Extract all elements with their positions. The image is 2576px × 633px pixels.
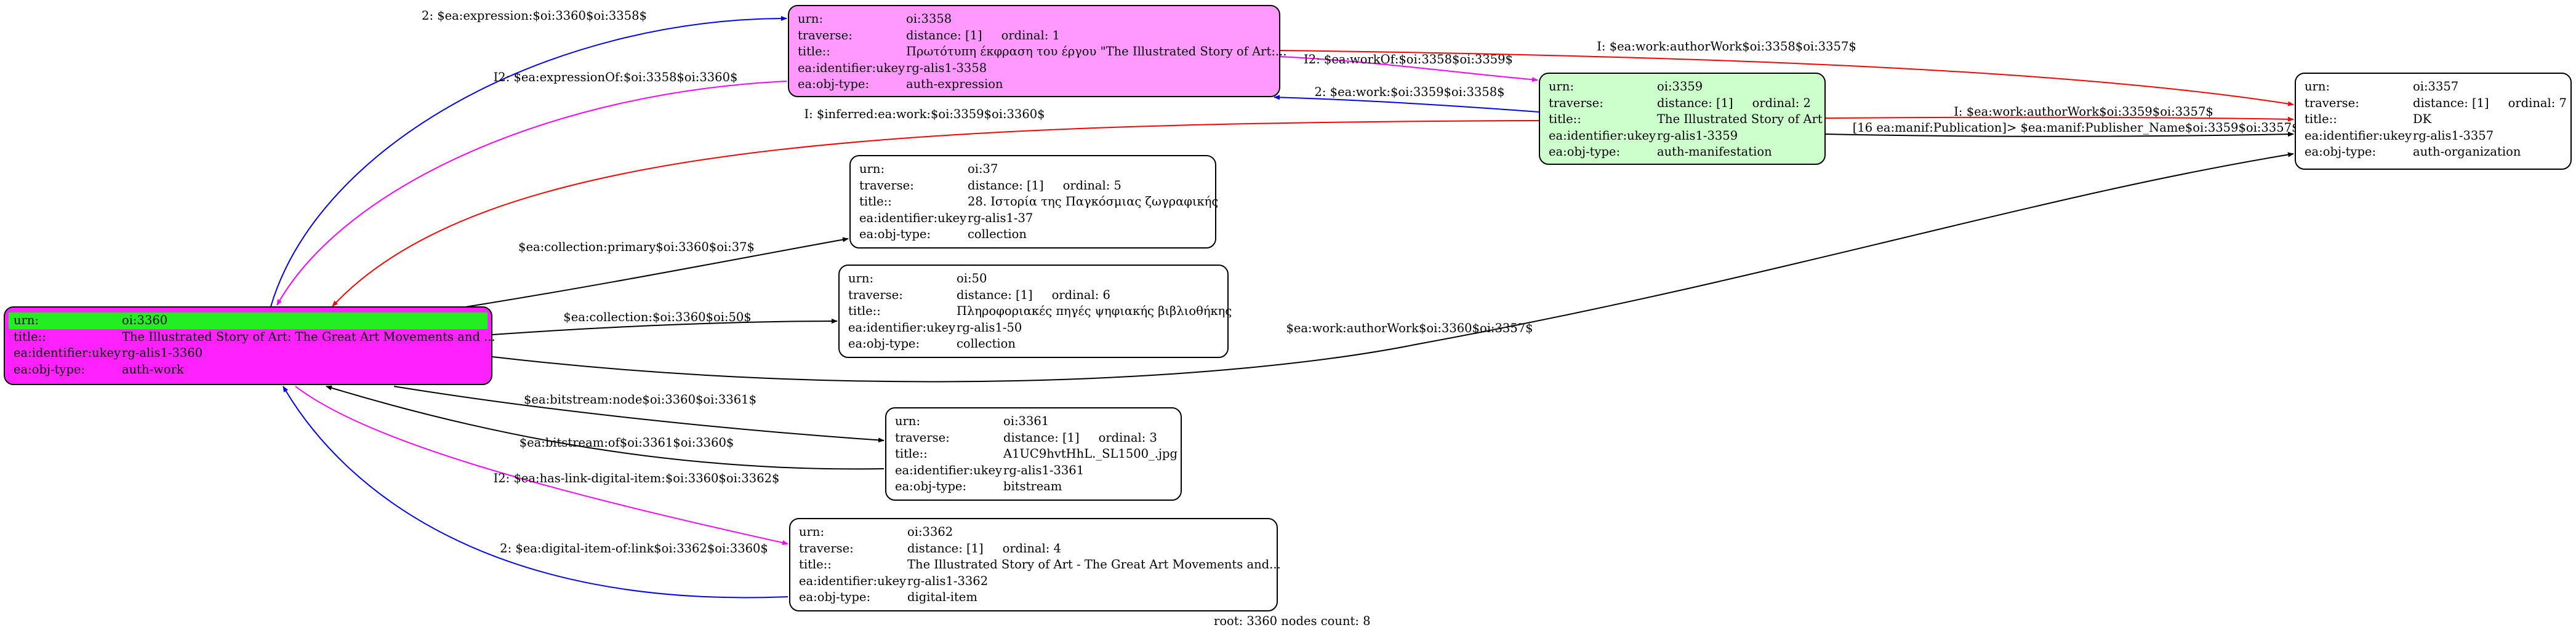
node-row-obj-type: ea:obj-type:bitstream xyxy=(895,479,1062,494)
node-row-urn: urn:oi:3362 xyxy=(799,525,953,539)
node-oi-3362[interactable]: urn:oi:3362 traverse:distance: [1] ordin… xyxy=(789,518,1281,611)
edge-label-6: [16 ea:manif:Publication]> $ea:manif:Pub… xyxy=(1853,121,2315,135)
edge-label-9: $ea:collection:$oi:3360$oi:50$ xyxy=(563,310,751,324)
edge-0 xyxy=(270,16,787,307)
node-row-obj-type: ea:obj-type:digital-item xyxy=(799,590,977,605)
node-row-traverse: traverse:distance: [1] ordinal: 1 xyxy=(798,28,1060,42)
node-row-urn: urn:oi:3357 xyxy=(2305,79,2459,94)
edge-label-5: I: $ea:work:authorWork$oi:3359$oi:3357$ xyxy=(1954,105,2213,119)
node-row-obj-type: ea:obj-type:auth-organization xyxy=(2305,145,2521,159)
edge-label-1: I2: $ea:expressionOf:$oi:3358$oi:3360$ xyxy=(494,70,738,84)
node-row-obj-type: ea:obj-type:auth-manifestation xyxy=(1549,145,1772,159)
node-oi-3361[interactable]: urn:oi:3361 traverse:distance: [1] ordin… xyxy=(885,407,1182,501)
edge-13 xyxy=(295,386,788,545)
node-row-urn: urn:oi:3358 xyxy=(798,12,952,26)
node-row-urn: urn:oi:3361 xyxy=(895,414,1049,428)
node-row-urn: urn:oi:37 xyxy=(859,162,998,176)
node-oi-3357[interactable]: urn:oi:3357 traverse:distance: [1] ordin… xyxy=(2295,73,2572,170)
node-row-title: title::28. Ιστορία της Παγκόσμιας ζωγραφ… xyxy=(859,194,1219,209)
edge-label-0: 2: $ea:expression:$oi:3360$oi:3358$ xyxy=(422,9,647,23)
node-row-title: title::Πληροφοριακές πηγές ψηφιακής βιβλ… xyxy=(848,304,1232,319)
edge-10 xyxy=(492,152,2294,383)
node-oi-3360[interactable]: urn:oi:3360 title::The Illustrated Story… xyxy=(4,306,496,385)
node-row-urn: urn:oi:3359 xyxy=(1549,79,1703,94)
edge-label-4: I: $ea:work:authorWork$oi:3358$oi:3357$ xyxy=(1597,39,1856,54)
edge-9 xyxy=(492,319,838,335)
edge-7 xyxy=(332,120,1539,307)
edge-5 xyxy=(1825,116,2294,122)
edge-12 xyxy=(326,385,885,470)
node-row-traverse: traverse:distance: [1] ordinal: 2 xyxy=(1549,95,1811,110)
node-row-traverse: traverse:distance: [1] ordinal: 5 xyxy=(859,178,1121,193)
edge-2 xyxy=(1280,56,1538,82)
node-row-urn: urn:oi:3360 xyxy=(9,313,488,329)
node-row-title: title::The Illustrated Story of Art xyxy=(1549,112,1823,127)
edge-label-11: $ea:bitstream:node$oi:3360$oi:3361$ xyxy=(524,392,756,407)
edge-label-13: I2: $ea:has-link-digital-item:$oi:3360$o… xyxy=(494,471,780,485)
edge-11 xyxy=(393,386,885,443)
node-row-obj-type: ea:obj-type:auth-work xyxy=(14,362,184,376)
edge-label-14: 2: $ea:digital-item-of:link$oi:3362$oi:3… xyxy=(500,541,768,555)
graph-footer: root: 3360 nodes count: 8 xyxy=(1214,614,1371,628)
node-row-title: title::DK xyxy=(2305,112,2432,127)
edge-14 xyxy=(283,386,788,599)
edge-label-2: I2: $ea:workOf:$oi:3358$oi:3359$ xyxy=(1304,52,1513,66)
node-row-obj-type: ea:obj-type:collection xyxy=(848,336,1016,351)
node-row-traverse: traverse:distance: [1] ordinal: 6 xyxy=(848,287,1110,302)
node-row-obj-type: ea:obj-type:auth-expression xyxy=(798,77,1003,92)
edge-1 xyxy=(276,81,787,306)
edge-label-8: $ea:collection:primary$oi:3360$oi:37$ xyxy=(518,240,755,254)
node-oi-3358[interactable]: urn:oi:3358 traverse:distance: [1] ordin… xyxy=(788,5,1287,97)
node-oi-50[interactable]: urn:oi:50 traverse:distance: [1] ordinal… xyxy=(838,265,1232,358)
node-row-urn: urn:oi:50 xyxy=(848,271,987,285)
node-row-title: title::Πρωτότυπη έκφραση του έργου "The … xyxy=(798,44,1287,59)
edge-label-3: 2: $ea:work:$oi:3359$oi:3358$ xyxy=(1314,85,1504,99)
edge-3 xyxy=(1274,95,1539,113)
node-oi-37[interactable]: urn:oi:37 traverse:distance: [1] ordinal… xyxy=(849,155,1219,249)
edge-6 xyxy=(1825,132,2294,137)
edge-4 xyxy=(1280,50,2294,106)
edge-label-7: I: $inferred:ea:work:$oi:3359$oi:3360$ xyxy=(804,107,1045,121)
node-row-title: title::A1UC9hvtHhL._SL1500_.jpg xyxy=(895,447,1178,461)
node-row-traverse: traverse:distance: [1] ordinal: 3 xyxy=(895,430,1157,445)
edge-label-12: $ea:bitstream:of$oi:3361$oi:3360$ xyxy=(520,436,734,450)
node-row-title: title::The Illustrated Story of Art: The… xyxy=(14,329,496,344)
node-oi-3359[interactable]: urn:oi:3359 traverse:distance: [1] ordin… xyxy=(1539,73,1826,165)
edge-label-10: $ea:work:authorWork$oi:3360$oi:3357$ xyxy=(1286,321,1533,335)
node-row-title: title::The Illustrated Story of Art - Th… xyxy=(799,557,1281,572)
edge-8 xyxy=(461,237,849,308)
node-row-obj-type: ea:obj-type:collection xyxy=(859,227,1027,242)
node-row-traverse: traverse:distance: [1] ordinal: 4 xyxy=(799,541,1061,555)
node-row-traverse: traverse:distance: [1] ordinal: 7 xyxy=(2305,95,2567,110)
